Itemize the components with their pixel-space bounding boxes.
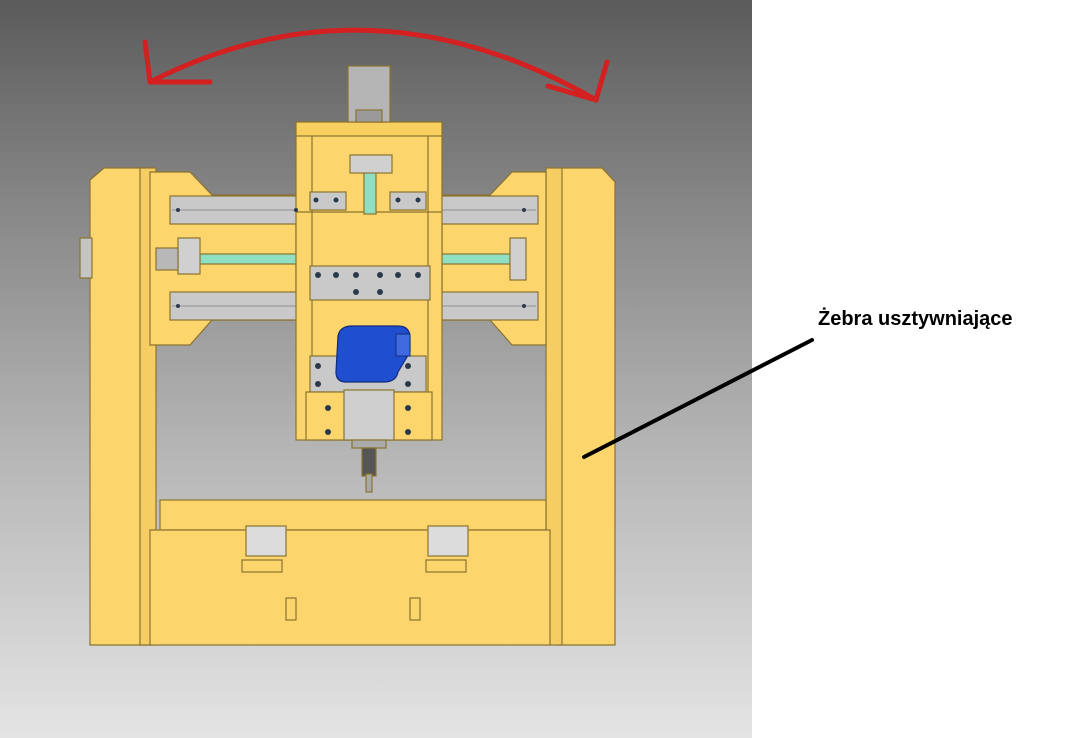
- base-frame: [149, 529, 551, 646]
- carriage-nut-plate: [309, 265, 431, 301]
- rotation-arrow-icon: [142, 27, 610, 103]
- cutting-tool: [365, 473, 373, 493]
- y-rail-left: [245, 525, 287, 557]
- bearing-block-right: [509, 237, 527, 281]
- z-clamp-right: [389, 191, 427, 211]
- screw-coupler-left: [155, 247, 179, 271]
- cnc-machine-drawing: [79, 27, 616, 646]
- spindle-body: [343, 389, 395, 441]
- left-motor-stub: [79, 237, 93, 279]
- z-bearing-block: [349, 154, 393, 174]
- spindle-motor: [335, 325, 411, 383]
- cad-viewport: [0, 0, 752, 738]
- y-rail-right: [427, 525, 469, 557]
- z-clamp-left: [309, 191, 347, 211]
- work-table: [159, 499, 547, 531]
- annotation-label: Żebra usztywniające: [818, 308, 1013, 330]
- right-inner-rib: [545, 167, 563, 646]
